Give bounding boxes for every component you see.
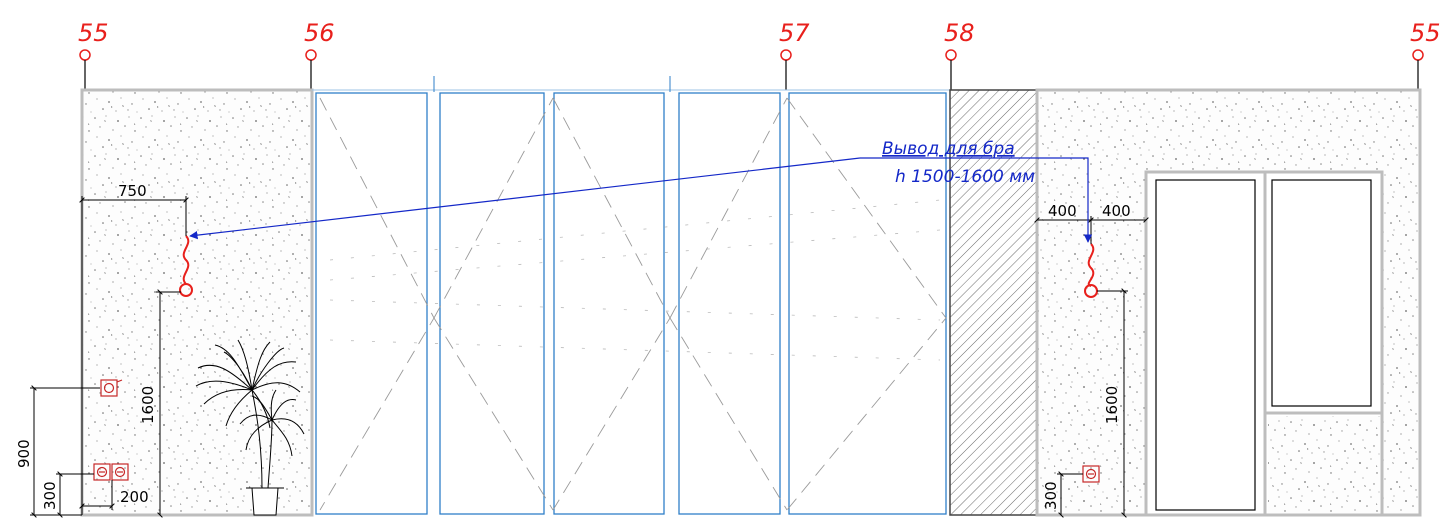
dimensions-right bbox=[1034, 216, 1149, 518]
window-unit bbox=[1144, 170, 1384, 517]
hatched-column bbox=[949, 89, 1038, 516]
dim-200-text: 200 bbox=[120, 488, 149, 506]
glass-panel bbox=[439, 92, 545, 515]
axis-marker-58: 58 bbox=[944, 19, 975, 90]
sconce-left-icon bbox=[179, 235, 193, 297]
potted-plant-icon bbox=[195, 339, 305, 516]
dim-400-left-text: 400 bbox=[1048, 202, 1077, 220]
socket-right-icon bbox=[1082, 465, 1100, 483]
glass-panel bbox=[553, 92, 665, 515]
dim-1600-right-text: 1600 bbox=[1103, 386, 1121, 424]
axis-label: 57 bbox=[779, 19, 810, 47]
glass-panel bbox=[788, 92, 947, 515]
dim-750-text: 750 bbox=[118, 182, 147, 200]
socket-upper-left-icon bbox=[100, 379, 123, 397]
axis-markers: 55 56 57 58 55 bbox=[78, 19, 1441, 90]
axis-marker-55-right: 55 bbox=[1410, 19, 1441, 90]
axis-marker-57: 57 bbox=[779, 19, 810, 90]
glass-panel bbox=[678, 92, 781, 515]
callout-height: h 1500-1600 мм bbox=[895, 167, 1035, 187]
axis-marker-55-left: 55 bbox=[78, 19, 109, 90]
dim-1600-left-text: 1600 bbox=[139, 386, 157, 424]
dim-300-left-text: 300 bbox=[41, 481, 59, 510]
axis-label: 58 bbox=[944, 19, 975, 47]
glass-partition bbox=[312, 76, 950, 515]
dim-900-text: 900 bbox=[15, 439, 33, 468]
callout-title: Вывод для бра bbox=[882, 139, 1015, 159]
dim-400-right-text: 400 bbox=[1102, 202, 1131, 220]
left-wall bbox=[80, 88, 314, 517]
axis-label: 55 bbox=[78, 19, 109, 47]
sconce-callout: Вывод для бра h 1500-1600 мм bbox=[189, 139, 1093, 243]
axis-label: 56 bbox=[304, 19, 335, 47]
dimensions-left bbox=[30, 196, 189, 518]
glass-panel bbox=[315, 92, 428, 515]
axis-label: 55 bbox=[1410, 19, 1441, 47]
axis-marker-56: 56 bbox=[304, 19, 335, 90]
socket-double-left-icon bbox=[93, 463, 129, 481]
dim-300-right-text: 300 bbox=[1042, 481, 1060, 510]
